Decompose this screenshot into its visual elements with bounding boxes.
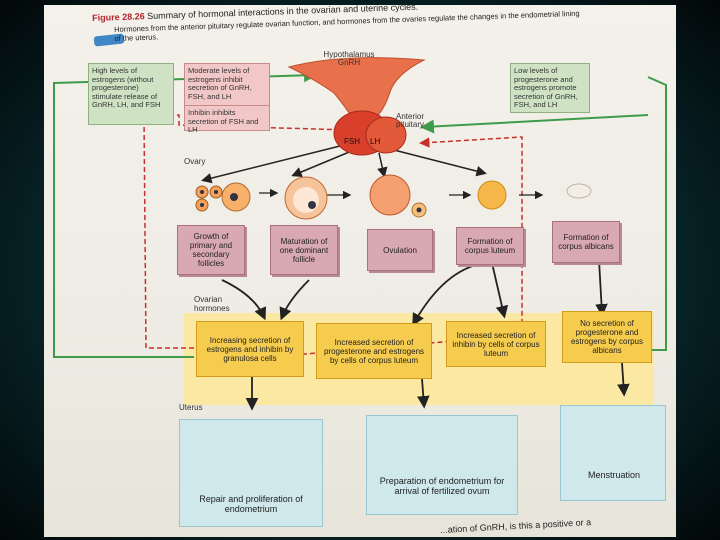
uterus-phase-repair: Repair and proliferation of endometrium [199, 494, 303, 514]
hypothalamus-text: Hypothalamus [323, 50, 375, 59]
uterus-phase-menstruation: Menstruation [587, 470, 641, 480]
high-estrogen-feedback-box: High levels of estrogens (without proges… [88, 63, 174, 125]
low-progesterone-feedback-box: Low levels of progesterone and estrogens… [510, 63, 590, 113]
stage-box-corpus-albicans: Formation of corpus albicans [552, 221, 620, 263]
hormone-box-inhibin: Increased secretion of inhibin by cells … [446, 321, 546, 367]
moderate-estrogen-feedback-box: Moderate levels of estrogens inhibit sec… [184, 63, 270, 107]
lh-label: LH [370, 137, 381, 146]
hormone-box-no-secretion: No secretion of progesterone and estroge… [562, 311, 652, 363]
stage-box-ovulation: Ovulation [367, 229, 433, 271]
anterior-pituitary-label: Anterior pituitary [396, 112, 425, 129]
hormone-box-estrogens-inhibin: Increasing secretion of estrogens and in… [196, 321, 304, 377]
uterus-phase-preparation: Preparation of endometrium for arrival o… [379, 476, 505, 496]
hypothalamus-label: Hypothalamus GnRH [314, 51, 384, 67]
uterus-panel-menstruation: Menstruation [560, 405, 666, 501]
stage-box-growth: Growth of primary and secondary follicle… [177, 225, 245, 275]
ovary-section-label: Ovary [184, 157, 206, 166]
stage-box-corpus-luteum: Formation of corpus luteum [456, 227, 524, 265]
fsh-label: FSH [344, 137, 360, 146]
stage-box-maturation: Maturation of one dominant follicle [270, 225, 338, 275]
ovarian-hormones-section-label: Ovarian hormones [194, 295, 244, 313]
inhibin-feedback-box: Inhibin inhibits secretion of FSH and LH [184, 105, 270, 134]
uterus-panel-preparation: Preparation of endometrium for arrival o… [366, 415, 518, 515]
follicle-illustrations [195, 174, 592, 220]
uterus-panel-repair: Repair and proliferation of endometrium [179, 419, 323, 527]
ovarian-hormones-text: Ovarian hormones [194, 295, 230, 313]
gnrh-text: GnRH [337, 58, 361, 67]
textbook-page: Figure 28.26 Summary of hormonal interac… [44, 5, 676, 537]
uterus-section-label: Uterus [179, 403, 203, 412]
hormone-box-progesterone-estrogens: Increased secretion of progesterone and … [316, 323, 432, 379]
